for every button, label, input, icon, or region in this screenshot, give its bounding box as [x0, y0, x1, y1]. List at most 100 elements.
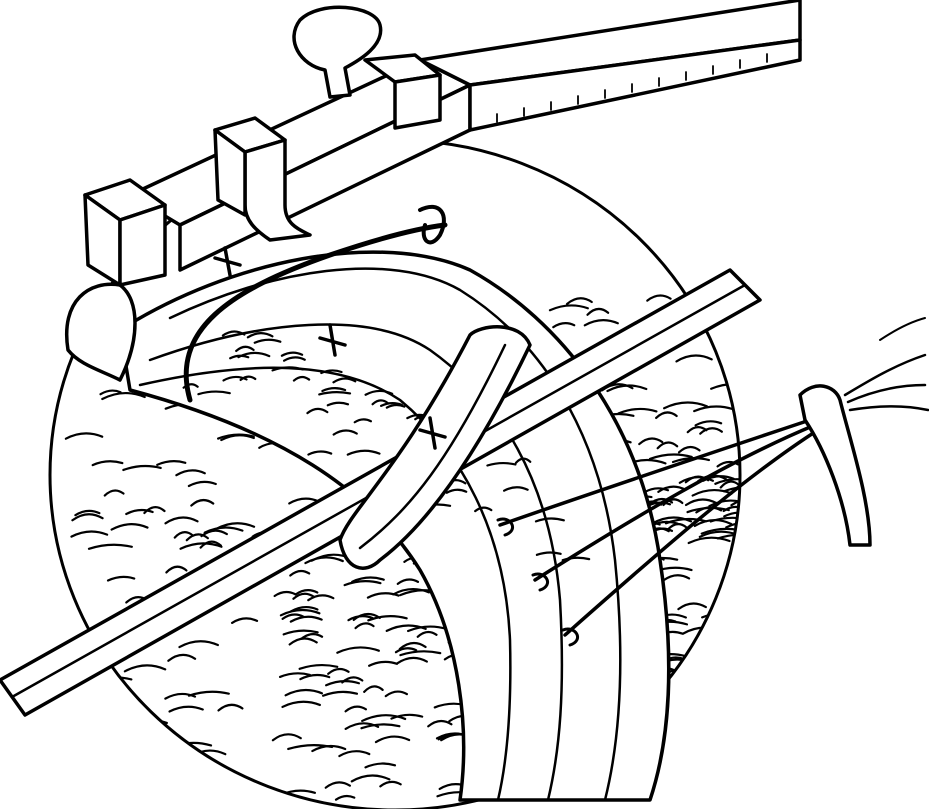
hatch-stroke [583, 319, 619, 327]
hatch-stroke [732, 584, 740, 592]
hatch-stroke [324, 781, 352, 789]
hatch-stroke [695, 645, 731, 652]
hatch-stroke [711, 633, 740, 641]
vessel-hatch-stroke [364, 389, 394, 396]
hatch-stroke [77, 709, 100, 716]
hatch-stroke [648, 497, 674, 506]
hatch-stroke [684, 498, 718, 507]
hatch-stroke [288, 637, 318, 646]
hatch-stroke [327, 667, 350, 675]
vessel-hatch-stroke [534, 517, 565, 523]
hatch-stroke [723, 511, 740, 518]
hatch-stroke [396, 578, 420, 585]
hatch-stroke [278, 672, 312, 679]
hatch-stroke [217, 433, 255, 440]
hatch-stroke [656, 441, 679, 450]
vessel-hatch-stroke [332, 377, 357, 384]
hatch-stroke [321, 690, 359, 697]
vessel-hatch-stroke [326, 401, 350, 407]
hatch-stroke [281, 613, 305, 620]
vessel-hatch-stroke [332, 429, 358, 436]
hatch-stroke [334, 794, 356, 801]
hatch-stroke [125, 508, 154, 516]
hatch-stroke [287, 744, 334, 751]
hatch-stroke [215, 522, 256, 530]
hatch-stroke [294, 589, 319, 596]
vessel-hatch-stroke [197, 390, 231, 396]
hatch-stroke [289, 615, 323, 623]
hatch-stroke [730, 498, 740, 507]
vessel-hatch-stroke [318, 391, 352, 396]
vessel-hatch-stroke [321, 387, 347, 393]
hatch-stroke [122, 464, 162, 472]
hatch-stroke [733, 576, 740, 584]
hatch-stroke [374, 735, 411, 744]
hatch-stroke [687, 536, 731, 545]
hatch-stroke [230, 617, 259, 624]
hatch-stroke [379, 780, 402, 788]
hatch-stroke [341, 676, 364, 684]
hatch-stroke [343, 580, 382, 587]
hatch-stroke [691, 697, 731, 706]
hatch-stroke [714, 478, 740, 485]
vessel-hatch-stroke [514, 457, 532, 464]
vessel-hatch-stroke [292, 375, 311, 382]
hatch-stroke [398, 641, 427, 651]
hatch-stroke [292, 592, 315, 600]
hatch-stroke [548, 304, 589, 312]
hatch-stroke [178, 640, 220, 649]
hatch-stroke [722, 334, 740, 341]
hatch-stroke [714, 605, 740, 613]
hatch-stroke [165, 565, 188, 574]
hatch-stroke [123, 664, 167, 673]
hatch-stroke [638, 437, 664, 446]
hatch-stroke [281, 700, 321, 709]
hatch-stroke [298, 663, 339, 670]
hatch-stroke [289, 569, 311, 577]
hatch-stroke [70, 530, 109, 538]
hatch-stroke [352, 613, 381, 622]
hatch-stroke [395, 656, 428, 665]
hatch-stroke [646, 294, 672, 302]
hatch-stroke [271, 733, 302, 742]
suture-thread-icon [183, 204, 448, 450]
hatch-stroke [344, 722, 380, 730]
hatch-stroke [284, 688, 324, 697]
hatch-stroke [347, 615, 374, 622]
hatch-stroke [366, 592, 400, 599]
vessel-hatch-stroke [246, 332, 274, 339]
vessel-hatch-stroke [306, 407, 329, 415]
hatch-stroke [648, 453, 693, 461]
hatch-stroke [91, 460, 124, 467]
vessel-hatch-stroke [280, 351, 304, 357]
vessel-hatch-stroke [282, 356, 306, 362]
hatch-stroke [390, 713, 424, 720]
hatch-stroke [116, 710, 149, 718]
hatch-stroke [203, 526, 244, 534]
hatch-stroke [651, 516, 693, 525]
hatch-stroke [175, 469, 206, 477]
vessel-hatch-stroke [221, 330, 246, 337]
hatch-stroke [427, 719, 453, 728]
vessel-hatch-stroke [380, 402, 403, 408]
hatch-stroke [694, 420, 723, 427]
hatch-stroke [732, 629, 740, 638]
hatch-stroke [705, 673, 740, 681]
hatch-stroke [416, 630, 438, 638]
hatch-stroke [714, 650, 736, 658]
hatch-stroke [185, 533, 209, 542]
hatch-stroke [715, 650, 740, 659]
hatch-stroke [725, 520, 740, 529]
vessel-hatch-stroke [503, 486, 529, 492]
suture-bundle-clamp-icon [798, 317, 929, 547]
hatch-stroke [695, 506, 723, 514]
hatch-stroke [731, 561, 740, 570]
hatch-stroke [722, 505, 740, 513]
hatch-stroke [282, 629, 319, 636]
hatch-stroke [406, 625, 448, 633]
hatch-stroke [190, 499, 215, 507]
hatch-stroke [167, 653, 197, 662]
hatch-stroke [617, 407, 658, 415]
hatch-stroke [106, 575, 136, 582]
